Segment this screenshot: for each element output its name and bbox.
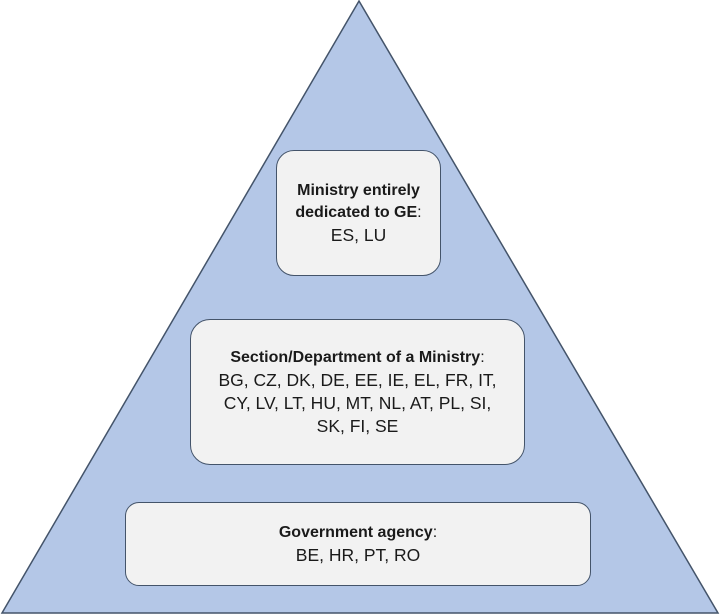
colon: : bbox=[480, 348, 485, 366]
level-ministry-dedicated: Ministry entirely dedicated to GE: ES, L… bbox=[276, 150, 441, 276]
level-title: Ministry entirely dedicated to GE: bbox=[295, 180, 421, 224]
level-title: Government agency: bbox=[279, 522, 437, 544]
level-members: ES, LU bbox=[330, 224, 387, 245]
colon: : bbox=[432, 523, 438, 541]
level-title-line: Ministry entirely bbox=[297, 181, 420, 199]
level-members: BE, HR, PT, RO bbox=[295, 544, 421, 565]
colon: : bbox=[417, 203, 422, 221]
level-members-line: BG, CZ, DK, DE, EE, IE, EL, FR, IT, bbox=[218, 369, 497, 390]
level-government-agency: Government agency: BE, HR, PT, RO bbox=[125, 502, 591, 586]
level-title-line: dedicated to GE bbox=[295, 203, 418, 221]
level-members-line: SK, FI, SE bbox=[316, 415, 399, 436]
level-title: Section/Department of a Ministry: bbox=[230, 347, 484, 369]
level-section-department: Section/Department of a Ministry: BG, CZ… bbox=[190, 319, 525, 465]
level-title-text: Section/Department of a Ministry bbox=[230, 348, 481, 366]
level-members-line: CY, LV, LT, HU, MT, NL, AT, PL, SI, bbox=[223, 392, 492, 413]
level-title-text: Government agency bbox=[278, 523, 433, 541]
